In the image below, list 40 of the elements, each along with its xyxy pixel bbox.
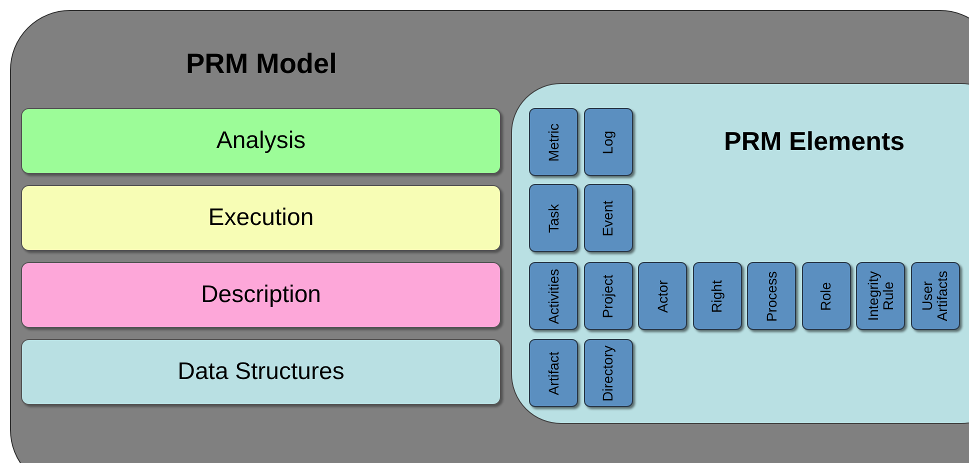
elements-panel xyxy=(511,83,969,424)
layer-label: Data Structures xyxy=(178,357,344,387)
element-box xyxy=(529,184,578,252)
element-box xyxy=(584,184,632,252)
element-label: Integrity Rule xyxy=(866,270,896,323)
layer-bar xyxy=(21,108,501,174)
element-box xyxy=(584,108,632,176)
element-box xyxy=(529,339,578,407)
element-box xyxy=(747,262,796,330)
layer-bar xyxy=(21,262,501,328)
element-box xyxy=(529,262,578,330)
element-label: Actor xyxy=(655,278,670,315)
element-box xyxy=(802,262,850,330)
container-title: PRM Model xyxy=(186,47,337,81)
element-label: Right xyxy=(710,278,724,314)
layer-bar xyxy=(21,185,501,251)
layer-bar xyxy=(21,339,501,405)
element-label: Artifact xyxy=(546,350,561,398)
element-box xyxy=(584,339,632,407)
model-container xyxy=(10,10,969,463)
element-label: Metric xyxy=(546,122,561,164)
layer-label: Analysis xyxy=(216,126,306,156)
element-label: Task xyxy=(546,202,561,235)
element-box xyxy=(910,262,960,330)
element-label: Activities xyxy=(546,267,561,326)
element-label: Project xyxy=(600,273,616,320)
layer-label: Execution xyxy=(208,203,314,233)
element-box xyxy=(584,262,632,330)
layer-label: Description xyxy=(200,280,322,310)
element-label: Event xyxy=(600,199,616,238)
element-box xyxy=(856,262,905,330)
element-label: Log xyxy=(600,129,616,156)
panel-title: PRM Elements xyxy=(724,125,905,158)
element-label: Process xyxy=(764,270,779,324)
element-box xyxy=(529,108,578,176)
element-box xyxy=(692,262,742,330)
element-label: User Artifacts xyxy=(920,270,950,324)
element-label: Role xyxy=(818,280,834,312)
element-box xyxy=(638,262,687,330)
element-label: Directory xyxy=(600,344,616,404)
